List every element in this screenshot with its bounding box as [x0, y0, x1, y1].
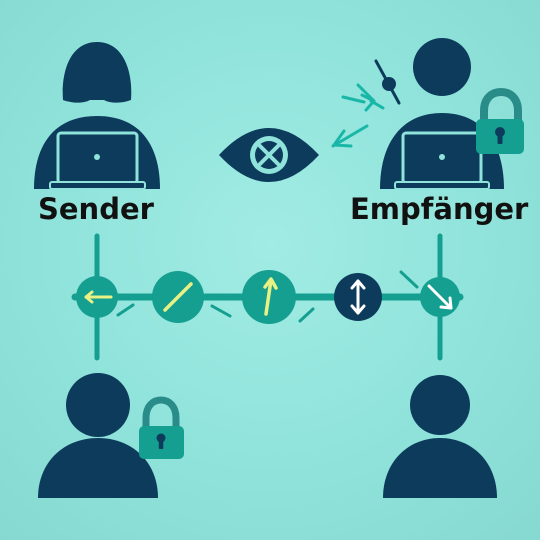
observer-eye-icon: [219, 128, 319, 182]
interception-node: [382, 77, 396, 91]
receiver-person-icon: [380, 38, 504, 190]
channel-state-arrow-down-right: [420, 277, 460, 317]
bottom-left-lock-icon: [139, 396, 184, 459]
channel-state-double-arrow-vertical: [334, 273, 382, 321]
laptop-icon: [394, 131, 490, 190]
channel-state-arrow-up: [242, 270, 296, 324]
sender-hair: [62, 42, 132, 103]
receiver-head: [413, 38, 471, 96]
sender-label: Sender: [38, 192, 154, 226]
bottom-right-person-icon: [383, 375, 497, 498]
receiver-lock-icon: [476, 87, 524, 154]
laptop-icon: [49, 131, 146, 190]
receiver-label: Empfänger: [350, 192, 529, 226]
sender-person-icon: [34, 42, 160, 190]
channel-tick-marks: [116, 270, 419, 323]
channel-state-diagonal-slash: [152, 271, 204, 323]
bottom-left-person-icon: [38, 373, 158, 498]
interception-arrows-icon: [331, 59, 401, 148]
channel-state-arrow-left: [76, 276, 118, 318]
